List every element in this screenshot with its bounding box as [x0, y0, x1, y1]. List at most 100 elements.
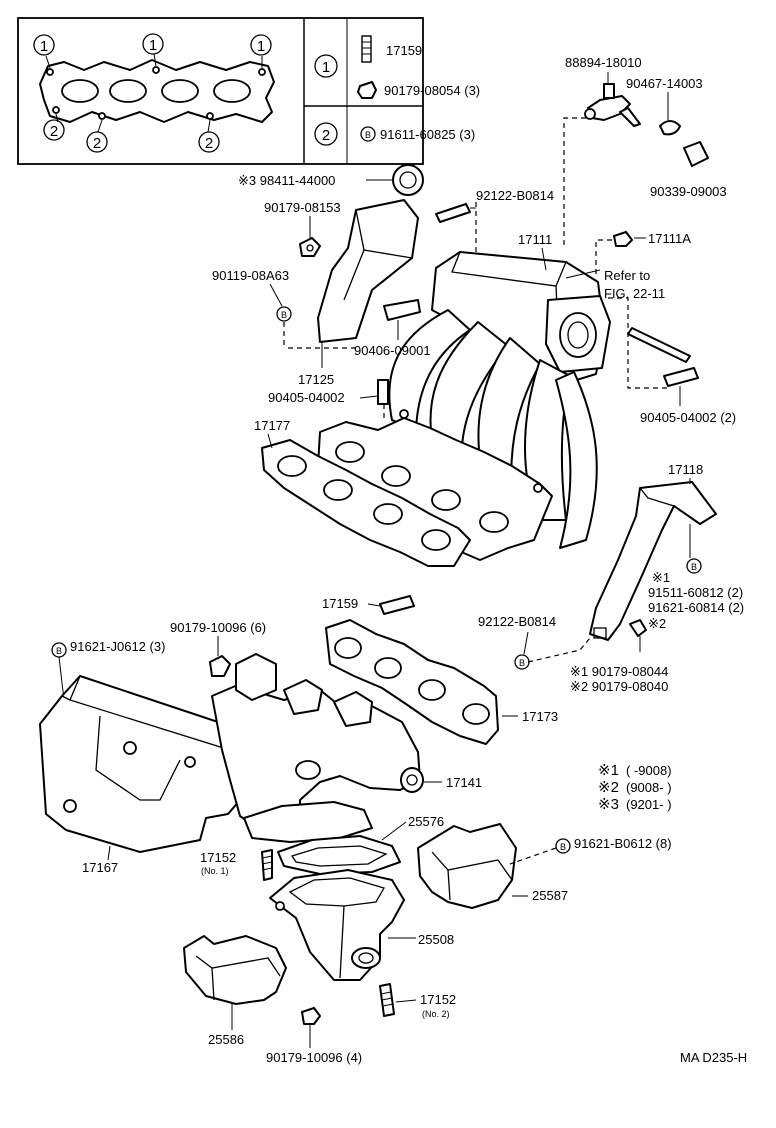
- svg-text:17111: 17111: [518, 232, 552, 247]
- svg-text:FIG. 22-11: FIG. 22-11: [604, 286, 665, 301]
- svg-text:17118: 17118: [668, 462, 703, 477]
- svg-text:90339-09003: 90339-09003: [650, 184, 727, 199]
- svg-text:17152: 17152: [200, 850, 236, 865]
- svg-text:90179-10096 (6): 90179-10096 (6): [170, 620, 266, 635]
- svg-text:25586: 25586: [208, 1032, 244, 1047]
- svg-text:90179-08153: 90179-08153: [264, 200, 341, 215]
- nut-90179-08153: 90179-08153: [264, 200, 341, 257]
- callout-2-right: 2: [198, 131, 220, 153]
- svg-text:91621-60814 (2): 91621-60814 (2): [648, 600, 744, 615]
- svg-text:※3: ※3: [598, 796, 619, 813]
- legend-box: 1 1 1 2 2 2 1 17159: [17, 17, 480, 165]
- svg-text:17173: 17173: [522, 709, 558, 724]
- svg-text:91621-J0612 (3): 91621-J0612 (3): [70, 639, 165, 654]
- nut-90179-10096-4: 90179-10096 (4): [266, 1007, 362, 1065]
- svg-text:90406-09001: 90406-09001: [354, 343, 431, 358]
- svg-text:1: 1: [40, 38, 48, 55]
- date-notes: ※1 ( -9008) ※2 (9008- ) ※3 (9201- ): [598, 762, 672, 813]
- bolt-17111a: 17111A: [595, 231, 691, 278]
- svg-text:90119-08A63: 90119-08A63: [212, 268, 289, 283]
- refer-note: Refer to FIG. 22-11: [565, 268, 665, 301]
- svg-text:91611-60825 (3): 91611-60825 (3): [380, 127, 475, 142]
- callout-1-left: 1: [33, 34, 55, 56]
- svg-text:92122-B0814: 92122-B0814: [478, 614, 556, 629]
- svg-text:※1 90179-08044: ※1 90179-08044: [570, 664, 668, 679]
- stud-90406: 90406-09001: [354, 299, 431, 358]
- svg-text:88894-18010: 88894-18010: [565, 55, 642, 70]
- svg-text:B: B: [281, 310, 287, 320]
- svg-text:(No. 2): (No. 2): [422, 1009, 450, 1019]
- svg-text:※2: ※2: [648, 616, 666, 631]
- svg-text:17167: 17167: [82, 860, 118, 875]
- intake-manifold-17111: 17111: [317, 232, 611, 561]
- gasket-25576: 25576: [277, 814, 444, 875]
- manifold-stay-17118: 17118 B ※1 91511-60812 (2) 91621-60814 (…: [589, 462, 744, 652]
- svg-text:※2: ※2: [598, 779, 619, 796]
- svg-text:1: 1: [149, 37, 157, 54]
- callout-1-right: 1: [250, 34, 272, 56]
- vsv-dash-line: [563, 117, 586, 248]
- svg-text:17141: 17141: [446, 775, 482, 790]
- svg-text:90405-04002: 90405-04002: [268, 390, 345, 405]
- svg-text:※3 98411-44000: ※3 98411-44000: [238, 173, 335, 188]
- manifold-gasket-sketch: [39, 53, 275, 133]
- nut-90179-10096-6: 90179-10096 (6): [170, 620, 266, 677]
- vsv-valve-88894: 88894-18010: [565, 55, 642, 127]
- heat-insulator-17167: 17167: [39, 675, 241, 875]
- stud-17152-no1: 17152 (No. 1): [200, 849, 273, 881]
- figure-code: MA D235-H: [680, 1050, 747, 1065]
- svg-text:B: B: [560, 842, 566, 852]
- stud-17159-mid: 17159: [322, 595, 415, 615]
- svg-text:17177: 17177: [254, 418, 290, 433]
- svg-text:( -9008): ( -9008): [626, 763, 672, 778]
- bolt-91621-J0612: B 91621-J0612 (3): [51, 639, 165, 701]
- svg-text:90405-04002 (2): 90405-04002 (2): [640, 410, 736, 425]
- svg-text:25508: 25508: [418, 932, 454, 947]
- nut-note-labels: ※1 90179-08044 ※2 90179-08040: [570, 664, 668, 694]
- svg-text:※1: ※1: [598, 762, 619, 779]
- svg-text:2: 2: [205, 135, 213, 152]
- svg-text:※1: ※1: [652, 570, 670, 585]
- svg-text:B: B: [519, 658, 525, 668]
- exhaust-manifold-17141: 17141: [211, 653, 482, 843]
- legend-row-2: 2 B 91611-60825 (3): [314, 122, 475, 146]
- svg-text:92122-B0814: 92122-B0814: [476, 188, 554, 203]
- gasket-17173: 17173: [325, 619, 558, 745]
- svg-text:※2 90179-08040: ※2 90179-08040: [570, 679, 668, 694]
- svg-text:17111A: 17111A: [648, 231, 691, 246]
- svg-text:90467-14003: 90467-14003: [626, 76, 703, 91]
- svg-text:91621-B0612 (8): 91621-B0612 (8): [574, 836, 672, 851]
- svg-text:25587: 25587: [532, 888, 568, 903]
- svg-text:(No. 1): (No. 1): [201, 866, 229, 876]
- stud-right-dashed: [608, 297, 691, 389]
- svg-text:17152: 17152: [420, 992, 456, 1007]
- bracket-17125: 17125: [298, 199, 419, 387]
- plug-98411: ※3 98411-44000: [238, 164, 424, 196]
- heat-insulator-25587: 25587 B 91621-B0612 (8): [417, 823, 672, 909]
- svg-text:17159: 17159: [322, 596, 358, 611]
- svg-text:1: 1: [257, 38, 265, 55]
- svg-text:B: B: [365, 130, 371, 140]
- gasket-17177: 17177: [254, 418, 471, 567]
- svg-text:90179-08054 (3): 90179-08054 (3): [384, 83, 480, 98]
- callout-2-center: 2: [86, 131, 108, 153]
- svg-text:2: 2: [93, 135, 101, 152]
- callout-2-left: 2: [43, 119, 65, 141]
- svg-text:(9008- ): (9008- ): [626, 780, 672, 795]
- bolt-90405-right: 90405-04002 (2): [640, 367, 736, 425]
- svg-text:25576: 25576: [408, 814, 444, 829]
- stud-17152-no2: 17152 (No. 2): [379, 983, 456, 1019]
- svg-text:B: B: [56, 646, 62, 656]
- cap-90339: 90339-09003: [650, 141, 727, 199]
- svg-text:2: 2: [50, 123, 58, 140]
- stud-92122-top: 92122-B0814: [435, 188, 554, 300]
- svg-text:17159: 17159: [386, 43, 422, 58]
- hose-clamp-90467: 90467-14003: [626, 76, 703, 136]
- svg-text:17125: 17125: [298, 372, 334, 387]
- svg-text:(9201- ): (9201- ): [626, 797, 672, 812]
- bolt-90119: 90119-08A63 B: [212, 268, 356, 349]
- svg-text:B: B: [691, 562, 697, 572]
- callout-1-center: 1: [142, 33, 164, 55]
- svg-text:Refer to: Refer to: [604, 268, 650, 283]
